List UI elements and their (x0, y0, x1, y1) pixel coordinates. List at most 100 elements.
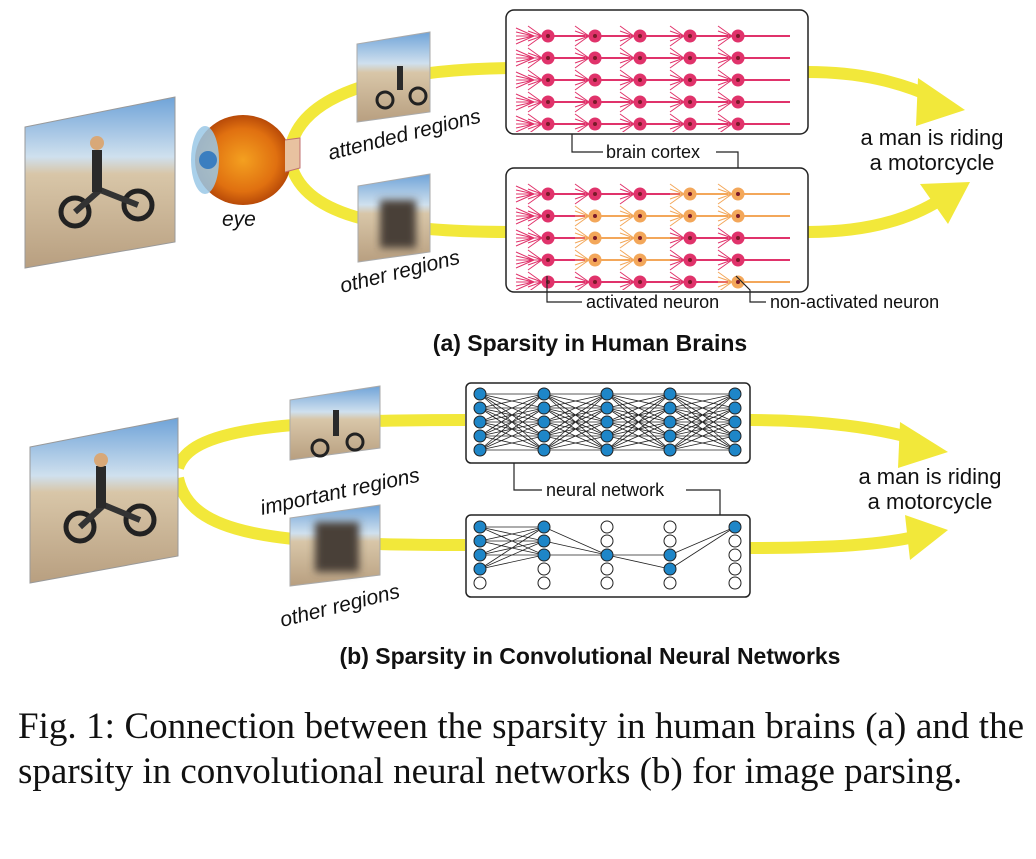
brain-cortex-label: brain cortex (606, 142, 700, 162)
dendrite (717, 215, 733, 222)
dendrite (621, 281, 635, 290)
dendrite (619, 35, 635, 42)
dendrite (527, 79, 543, 86)
active-node (728, 520, 742, 534)
dendrite (515, 123, 535, 129)
dendrite (574, 79, 590, 86)
dendrite (669, 210, 685, 217)
dendrite (527, 215, 543, 222)
dendrite (515, 101, 535, 111)
dendrite (619, 79, 635, 86)
dendrite (717, 276, 733, 283)
dendrite (619, 281, 635, 288)
network-edge (543, 435, 608, 451)
dendrite (619, 74, 635, 81)
nucleus (688, 122, 692, 126)
dendrite (717, 193, 733, 205)
dendrite (515, 57, 535, 63)
nucleus (688, 78, 692, 82)
nucleus (546, 214, 550, 218)
active-node (728, 401, 742, 415)
dendrite (574, 193, 590, 205)
dendrite (515, 71, 535, 81)
dendrite (574, 237, 590, 244)
dendrite (669, 205, 685, 217)
dendrite (515, 237, 535, 247)
dendrite (619, 271, 635, 283)
nucleus (736, 56, 740, 60)
inactive-node (600, 520, 614, 534)
dendrite (527, 215, 543, 227)
dendrite (574, 35, 590, 42)
dendrite (669, 69, 685, 81)
nucleus (688, 258, 692, 262)
nucleus (546, 56, 550, 60)
network-edge (543, 407, 608, 451)
panel-b-title: (b) Sparsity in Convolutional Neural Net… (340, 643, 841, 669)
dendrite (527, 193, 543, 205)
dendrite (669, 25, 685, 37)
dendrite (527, 123, 543, 130)
dendrite (619, 123, 635, 130)
dendrite (527, 281, 543, 288)
dendrite (619, 118, 635, 125)
dendrite (619, 30, 635, 37)
dendrite (527, 91, 543, 103)
active-node (600, 443, 614, 457)
network-edge (543, 540, 608, 556)
dendrite (574, 232, 590, 239)
active-node (600, 429, 614, 443)
dendrite (669, 232, 685, 239)
active-node (473, 429, 487, 443)
network-edge (669, 421, 736, 451)
dendrite (717, 254, 733, 261)
dendrite (574, 276, 590, 283)
dendrite (574, 259, 590, 271)
dendrite (574, 47, 590, 59)
dendrite (527, 35, 543, 42)
dendrite (717, 210, 733, 217)
dendrite (669, 57, 685, 64)
active-node (600, 548, 614, 562)
dendrite (515, 49, 535, 59)
dendrite (527, 79, 543, 91)
active-node (537, 387, 551, 401)
dendrite (515, 237, 535, 243)
network-edge (479, 407, 545, 451)
dendrite (574, 227, 590, 239)
dendrite (515, 255, 535, 261)
dendrite (515, 101, 535, 107)
input-photo-a (24, 96, 176, 269)
nucleus (638, 258, 642, 262)
active-node (473, 401, 487, 415)
nucleus (546, 192, 550, 196)
panel-b: important regions other regions neural n… (29, 382, 1002, 669)
dendrite (527, 52, 543, 59)
dendrite (515, 215, 535, 225)
dendrite (574, 91, 590, 103)
dendrite (515, 115, 535, 125)
dendrite (574, 113, 590, 125)
dendrite (671, 123, 685, 132)
nucleus (638, 100, 642, 104)
dendrite (717, 74, 733, 81)
dendrite (717, 35, 733, 42)
dendrite (574, 254, 590, 261)
dendrite (574, 193, 590, 200)
network-edge (606, 393, 671, 423)
dendrite (669, 183, 685, 195)
dendrite (527, 188, 543, 195)
dendrite (527, 35, 543, 47)
dendrite (669, 79, 685, 91)
dendrite (527, 237, 543, 249)
dendrite (619, 113, 635, 125)
dendrite (515, 233, 535, 239)
dendrite (717, 118, 733, 125)
dendrite (619, 91, 635, 103)
dendrite (717, 91, 733, 103)
network-edge (479, 393, 545, 409)
dendrite (671, 281, 685, 290)
nucleus (688, 280, 692, 284)
nucleus (688, 100, 692, 104)
dendrite (576, 123, 590, 132)
